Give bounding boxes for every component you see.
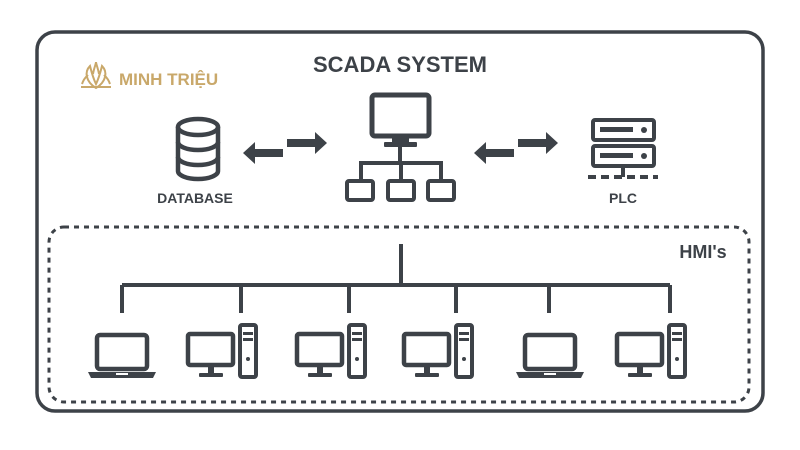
desktop-computer-icon bbox=[404, 325, 472, 377]
desktop-computer-icon bbox=[617, 325, 685, 377]
lotus-logo-icon bbox=[81, 61, 111, 90]
bidirectional-arrows-icon bbox=[474, 132, 558, 164]
laptop-icon bbox=[88, 335, 156, 378]
laptop-icon bbox=[516, 335, 584, 378]
brand-name: MINH TRIỆU bbox=[119, 70, 218, 89]
desktop-computer-icon bbox=[188, 325, 256, 377]
bidirectional-arrows-icon bbox=[243, 132, 327, 164]
hmi-group-label: HMI's bbox=[679, 242, 726, 262]
outer-frame bbox=[35, 30, 765, 413]
diagram-title: SCADA SYSTEM bbox=[313, 52, 487, 77]
server-rack-icon bbox=[588, 118, 658, 179]
database-icon bbox=[175, 116, 221, 182]
hmi-group-frame bbox=[47, 225, 751, 404]
hmi-bus-lines bbox=[120, 244, 672, 313]
plc-label: PLC bbox=[609, 190, 637, 206]
brand-logo: MINH TRIỆU bbox=[81, 61, 218, 90]
desktop-computer-icon bbox=[297, 325, 365, 377]
database-label: DATABASE bbox=[157, 190, 233, 206]
network-monitor-icon bbox=[345, 92, 456, 202]
